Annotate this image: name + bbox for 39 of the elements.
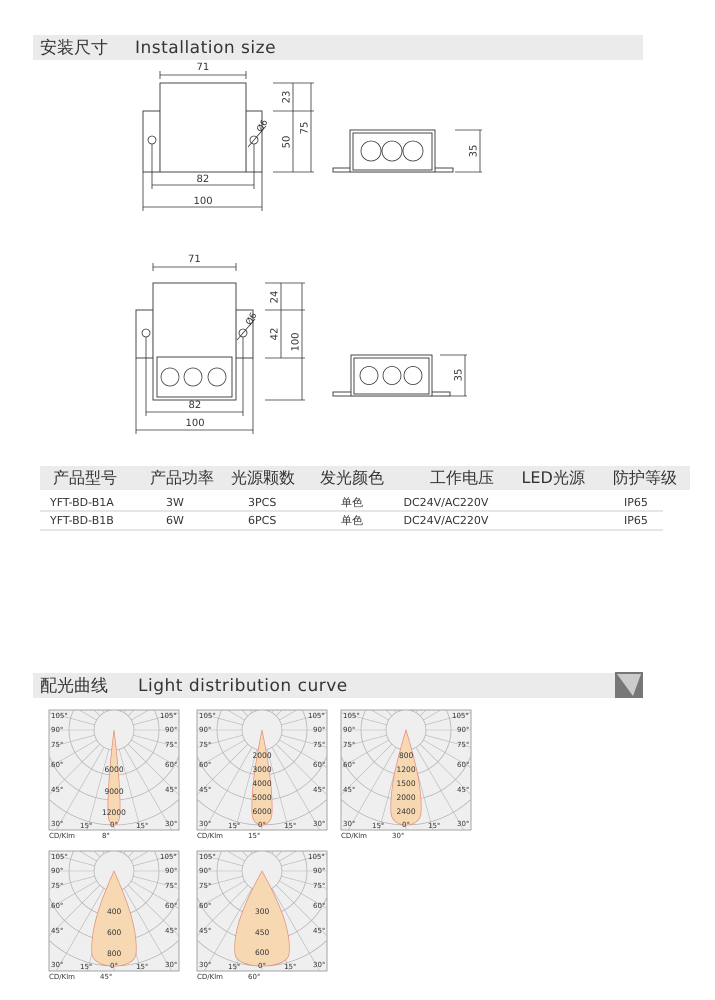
- table-header-cell: 发光颜色: [320, 470, 384, 486]
- dimension-label: 35: [454, 368, 464, 382]
- table-cell: 3PCS: [248, 496, 276, 508]
- table-cell: YFT-BD-B1B: [50, 514, 114, 526]
- dimension-label: 24: [270, 290, 280, 303]
- table-cell: 6PCS: [248, 514, 276, 526]
- dimension-label: 100: [291, 332, 302, 352]
- table-cell: 3W: [166, 496, 184, 508]
- dimension-label: 35: [468, 144, 479, 158]
- table-cell: DC24V/AC220V: [404, 496, 488, 508]
- dimension-label: 71: [188, 255, 201, 265]
- dimension-label: 23: [282, 90, 292, 104]
- dimension-label: 82: [196, 175, 210, 185]
- dimension-label: 42: [270, 328, 280, 340]
- section-heading: 配光曲线: [40, 678, 108, 694]
- section-heading: Installation size: [135, 40, 276, 56]
- table-header-cell: 产品型号: [53, 470, 117, 486]
- table-cell: IP65: [624, 514, 648, 526]
- dimension-label: 100: [194, 197, 213, 207]
- dimension-label: Ø6: [256, 118, 270, 134]
- dimension-label: 71: [196, 63, 210, 73]
- table-cell: YFT-BD-B1A: [50, 496, 114, 508]
- table-header-cell: 防护等级: [613, 470, 677, 486]
- dimension-label: 75: [300, 121, 310, 134]
- table-cell: 单色: [341, 514, 363, 526]
- dimension-label: 50: [282, 135, 292, 148]
- table-cell: 6W: [166, 514, 184, 526]
- table-cell: DC24V/AC220V: [404, 514, 488, 526]
- table-cell: IP65: [624, 496, 648, 508]
- table-header-cell: 产品功率: [150, 470, 214, 486]
- table-header-cell: LED光源: [522, 470, 585, 486]
- dimension-label: Ø6: [244, 311, 259, 327]
- section-heading: 安装尺寸: [40, 40, 108, 56]
- section-heading: Light distribution curve: [138, 678, 348, 694]
- dimension-label: 82: [188, 401, 202, 411]
- dimension-label: 100: [186, 419, 205, 429]
- table-header-cell: 光源颗数: [231, 470, 295, 486]
- table-header-cell: 工作电压: [430, 470, 494, 486]
- table-cell: 单色: [341, 496, 363, 508]
